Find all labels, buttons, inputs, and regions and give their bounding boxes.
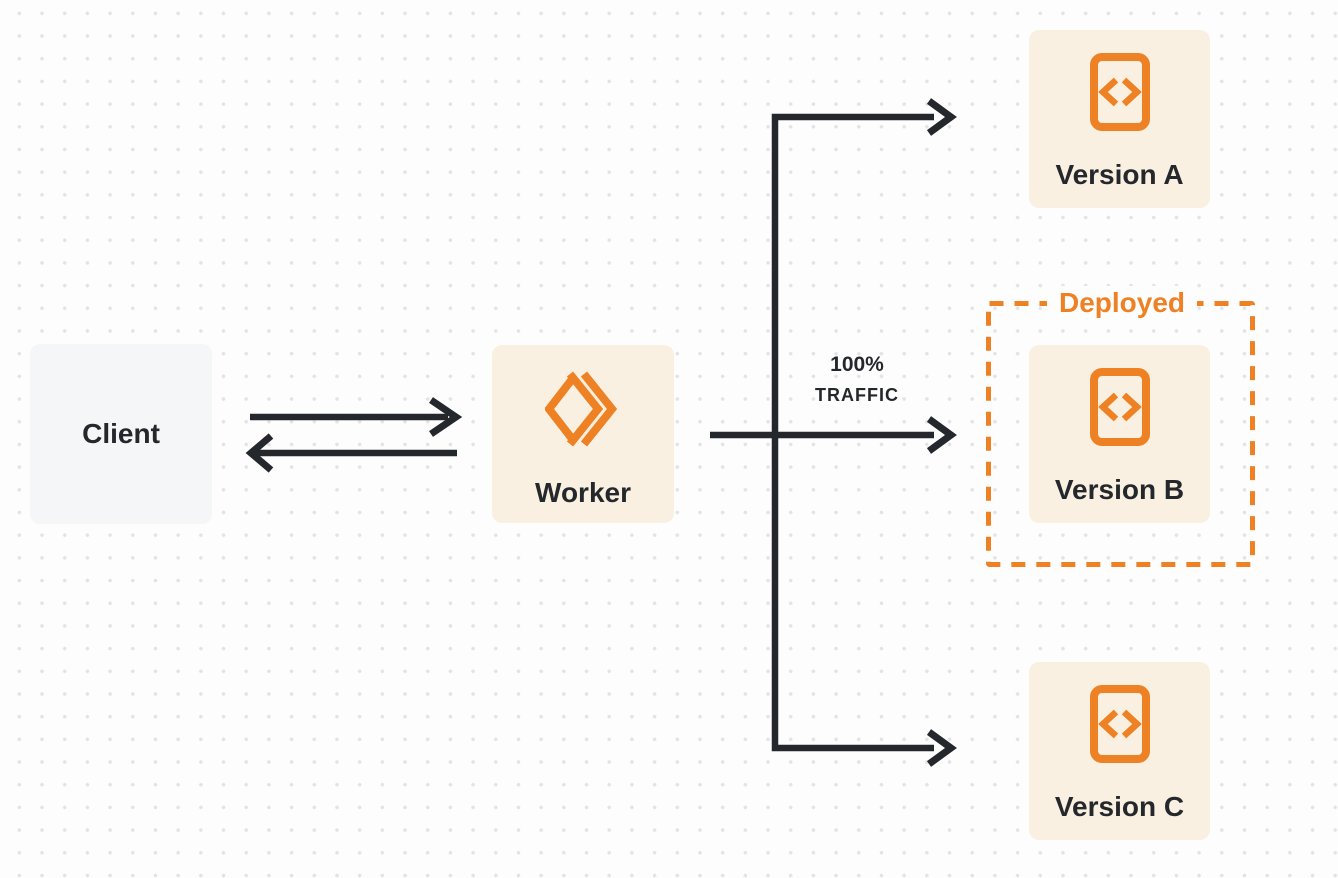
worker-node: Worker bbox=[492, 345, 674, 523]
fanout-lines bbox=[710, 98, 957, 767]
version-a-node: Version A bbox=[1029, 30, 1210, 208]
version-b-label: Version B bbox=[1054, 474, 1185, 505]
workers-logo-icon bbox=[543, 371, 621, 454]
version-b-node: Version B bbox=[1029, 345, 1210, 523]
traffic-percent: 100% bbox=[830, 353, 884, 376]
client-label: Client bbox=[82, 418, 160, 449]
worker-label: Worker bbox=[535, 477, 631, 508]
traffic-label: 100% TRAFFIC bbox=[777, 352, 937, 406]
code-file-icon bbox=[1089, 53, 1150, 138]
version-c-node: Version C bbox=[1029, 662, 1210, 840]
traffic-word: TRAFFIC bbox=[815, 385, 899, 405]
version-a-label: Version A bbox=[1055, 159, 1184, 190]
code-file-icon bbox=[1089, 685, 1150, 770]
request-arrow bbox=[250, 397, 463, 437]
code-file-icon bbox=[1089, 368, 1150, 453]
client-node: Client bbox=[30, 344, 212, 524]
response-arrow bbox=[245, 433, 457, 473]
deployed-label: Deployed bbox=[1046, 286, 1198, 320]
version-c-label: Version C bbox=[1054, 791, 1185, 822]
